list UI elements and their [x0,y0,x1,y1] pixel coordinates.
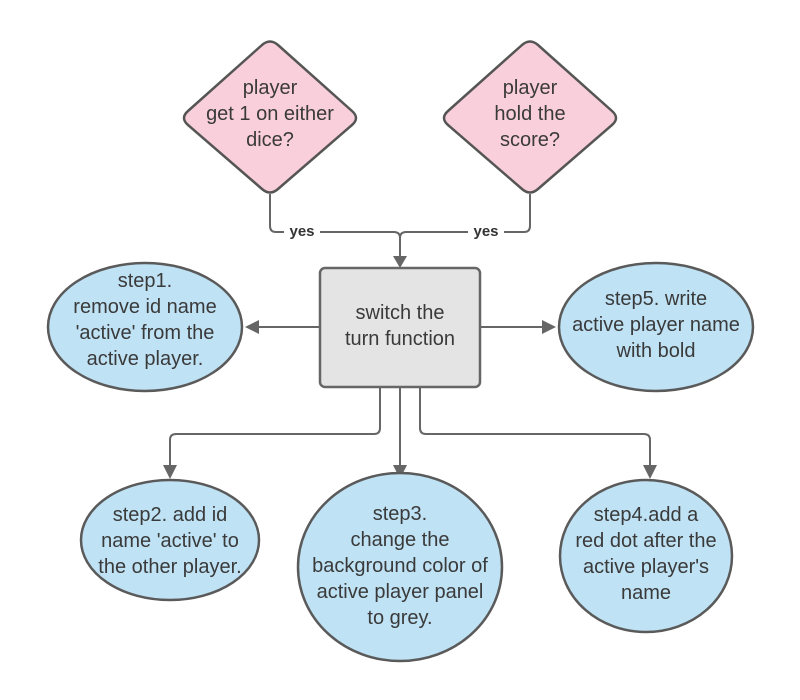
step3-text: step3. change the background color of activ… [312,503,488,629]
decision-text-dice: player get 1 on either dice? [206,77,334,151]
text-line: change the [351,529,450,551]
text-line: active player panel [317,581,484,603]
text-line: name [621,582,671,604]
text-line: get 1 on either [206,103,334,125]
text-line: background color of [312,555,488,577]
process-node: switch the turn function [318,266,482,389]
edge-labels: yes yes [284,221,504,241]
step5-ellipse [557,261,755,393]
arrowhead-step1 [245,320,259,334]
text-line: switch the [356,302,445,324]
decision-diamond-hold [442,40,618,194]
process-box-switch-turn [318,266,482,389]
text-line: step3. [373,503,427,525]
text-line: step4.add a [594,504,699,526]
text-line: active player. [87,348,204,370]
step2-text: step2. add id name 'active' to the other p… [98,504,241,578]
edge-label-yes-left: yes [289,223,314,240]
step-nodes: step1. remove id name 'active' from the act… [46,261,755,663]
text-line: player [243,77,298,99]
arrowhead-step5 [542,320,556,334]
step1-text: step1. remove id name 'active' from the act… [73,270,216,370]
arrowhead-step4 [643,465,657,479]
text-line: score? [500,129,560,151]
edge-label-yes-right: yes [473,223,498,240]
text-line: 'active' from the [76,322,215,344]
text-line: to grey. [367,607,432,629]
text-line: step5. write [605,288,707,310]
connector-process-to-step4 [419,388,651,466]
decision-text-hold: player hold the score? [494,77,565,151]
step5-text: step5. write active player name with bold [572,288,740,362]
text-line: dice? [246,129,294,151]
step4-text: step4.add a red dot after the active playe… [575,504,716,604]
text-line: step1. [118,270,172,292]
step1-ellipse [46,261,244,393]
arrowhead-step2 [163,465,177,479]
text-line: turn function [345,328,455,350]
step3-ellipse [296,471,504,663]
text-line: with bold [616,340,696,362]
text-line: step2. add id [113,504,228,526]
text-line: red dot after the [575,530,716,552]
step2-ellipse [79,478,261,602]
text-line: player [503,77,558,99]
connector-decision2-to-process [399,194,531,239]
connector-process-to-step2 [169,388,381,466]
text-line: hold the [494,103,565,125]
text-line: active player's [583,556,709,578]
text-line: the other player. [98,556,241,578]
decision-diamond-dice [182,40,358,194]
text-line: remove id name [73,296,216,318]
step4-ellipse [558,478,734,634]
text-line: name 'active' to [101,530,239,552]
process-text-switch-turn: switch the turn function [345,302,455,350]
decision-nodes: player get 1 on either dice? player hold th… [182,40,618,194]
arrowhead-into-process [393,256,407,268]
text-line: active player name [572,314,740,336]
